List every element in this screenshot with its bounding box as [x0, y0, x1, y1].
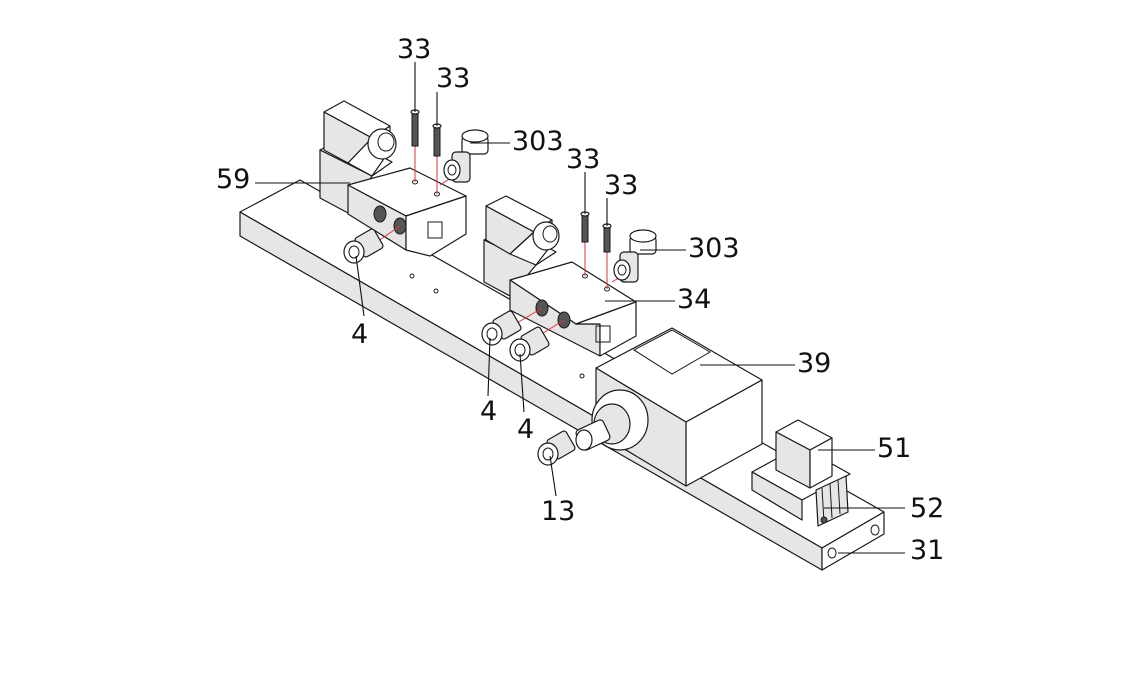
fitting-13	[537, 430, 576, 466]
callout-33-b: 33	[436, 63, 470, 94]
leader-lines	[255, 62, 905, 554]
callout-303-b: 303	[688, 233, 740, 264]
valve-2-body	[509, 261, 637, 357]
callout-4-b: 4	[480, 396, 497, 427]
callout-31: 31	[910, 535, 944, 566]
callout-33-d: 33	[604, 170, 638, 201]
callout-13: 13	[541, 496, 575, 527]
callout-59: 59	[216, 164, 250, 195]
callout-51: 51	[877, 433, 911, 464]
callout-39: 39	[797, 348, 831, 379]
callout-34: 34	[677, 284, 711, 315]
screw-33-c	[580, 211, 590, 243]
solenoid-coil	[575, 327, 763, 487]
callout-4-a: 4	[351, 319, 368, 350]
screw-33-d	[602, 223, 612, 253]
elbow-fitting-303-b	[613, 229, 657, 283]
terminal-block	[815, 475, 849, 527]
push-fitting-4-c	[509, 326, 550, 362]
screw-33-b	[432, 123, 442, 157]
elbow-fitting-303-a	[443, 129, 489, 183]
callout-52: 52	[910, 493, 944, 524]
callout-33-a: 33	[397, 34, 431, 65]
valve-2-connector	[483, 195, 560, 297]
valve-1-connector	[319, 100, 397, 214]
callout-33-c: 33	[566, 144, 600, 175]
screw-33-a	[410, 109, 420, 147]
callout-303-a: 303	[512, 126, 564, 157]
push-fitting-4-b	[481, 310, 522, 346]
callout-4-c: 4	[517, 414, 534, 445]
push-fitting-4-a	[343, 228, 384, 264]
